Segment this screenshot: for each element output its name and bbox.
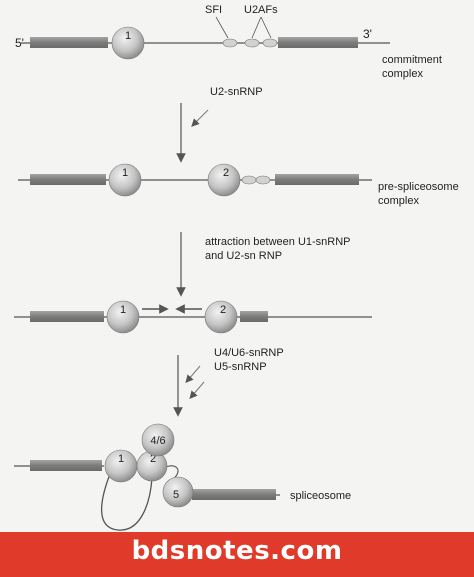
exon-3prime-3 (240, 311, 268, 322)
u2af-factor-b (262, 38, 278, 48)
stage-commitment-complex: 5' 3' SFI U2AFs 1 commitment complex (15, 4, 442, 80)
u1-snrnp-particle-2 (108, 163, 142, 197)
sfi-factor (222, 38, 238, 48)
u2-snrnp-particle-3 (204, 300, 238, 334)
u2af-factor-a (244, 38, 260, 48)
u2-particle-label-4: 2 (150, 453, 156, 465)
step-u4-u6-u5: U4/U6-snRNP U5-snRNP (173, 347, 284, 417)
five-prime-label: 5' (15, 36, 24, 50)
spliceosome-label: spliceosome (290, 490, 351, 502)
exon-5prime-4 (30, 460, 102, 471)
incoming-arrow-u2 (191, 109, 209, 127)
exon-5prime-3 (30, 311, 104, 322)
u1-particle-label: 1 (125, 30, 131, 42)
pre-spliceosome-label-line2: complex (378, 195, 419, 207)
incoming-arrow-u5 (189, 381, 205, 400)
three-prime-label: 3' (363, 27, 372, 41)
u1-particle-label-3: 1 (120, 304, 126, 316)
u2af-factor-c (241, 175, 257, 185)
step-u4u6-label: U4/U6-snRNP (214, 347, 284, 359)
u2-particle-label-3: 2 (220, 304, 226, 316)
u1-particle-label-4: 1 (118, 453, 124, 465)
u2-snrnp-particle (207, 163, 241, 197)
step-attraction-line1: attraction between U1-snRNP (205, 236, 351, 248)
step-u2-snrnp-label: U2-snRNP (210, 86, 263, 98)
watermark-text: bdsnotes.com (131, 536, 343, 566)
stage-pre-spliceosome-complex: 1 2 pre-spliceosome complex (18, 163, 459, 207)
pre-spliceosome-label-line1: pre-spliceosome (378, 181, 459, 193)
step-u2-snrnp: U2-snRNP (176, 86, 263, 163)
u1-particle-label-2: 1 (122, 167, 128, 179)
u4u6-particle-label: 4/6 (150, 435, 165, 447)
commitment-label-line1: commitment (382, 54, 442, 66)
step-attraction: attraction between U1-snRNP and U2-sn RN… (176, 232, 351, 297)
exon-3prime (278, 37, 358, 48)
u2afs-label: U2AFs (244, 4, 278, 16)
step-u5-label: U5-snRNP (214, 361, 267, 373)
u4-u6-snrnp-particle (141, 423, 175, 457)
u2af-factor-d (255, 175, 271, 185)
u5-snrnp-particle (162, 476, 194, 508)
exon-5prime-2 (30, 174, 106, 185)
stage-attraction: 1 2 (14, 300, 372, 334)
u1-snrnp-particle (111, 26, 145, 60)
step-attraction-line2: and U2-sn RNP (205, 250, 282, 262)
stage-spliceosome: 1 2 4/6 5 spliceosome (14, 423, 351, 531)
exon-3prime-2 (275, 174, 359, 185)
intron-lariat (100, 473, 153, 531)
exon-3prime-4 (192, 489, 276, 500)
u1-snrnp-particle-3 (106, 300, 140, 334)
exon-5prime (30, 37, 108, 48)
watermark-banner (0, 532, 474, 577)
u2-particle-label: 2 (223, 167, 229, 179)
u5-particle-label: 5 (173, 489, 179, 501)
commitment-label-line2: complex (382, 68, 423, 80)
sfi-label: SFI (205, 4, 222, 16)
incoming-arrow-u4u6 (185, 365, 201, 384)
